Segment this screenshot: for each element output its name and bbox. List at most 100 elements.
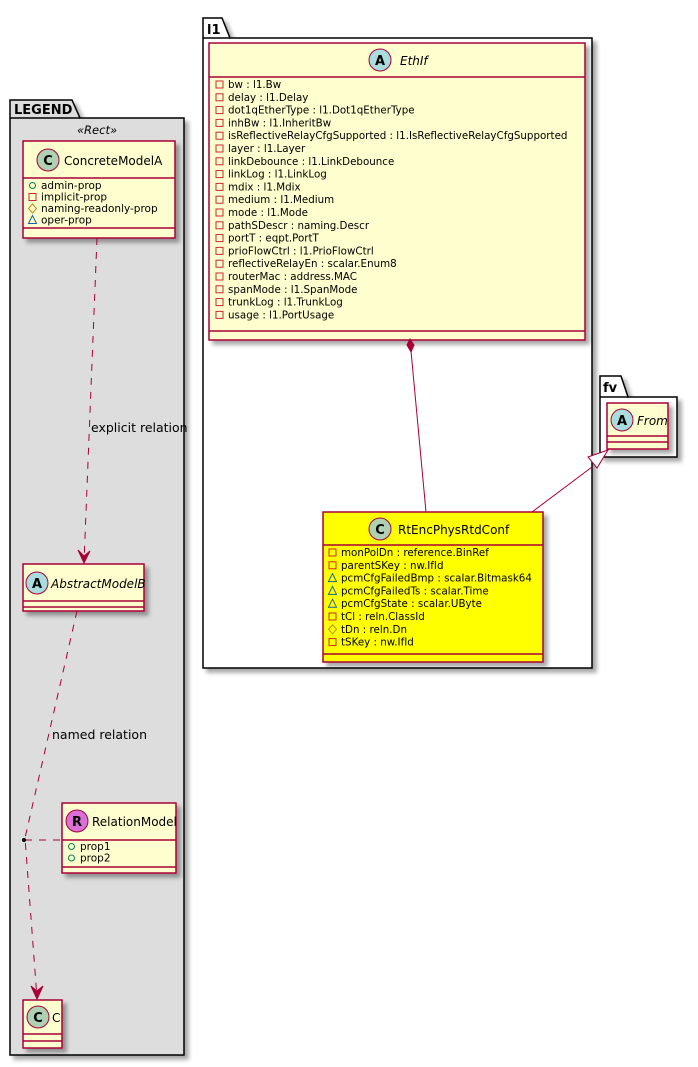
class-name: AbstractModelB — [50, 577, 146, 591]
class-badge-letter: C — [33, 1011, 43, 1026]
protected-visibility-icon — [327, 624, 338, 635]
private-visibility-icon — [215, 106, 224, 115]
attribute-row: prioFlowCtrl : l1.PrioFlowCtrl — [215, 245, 374, 257]
private-visibility-icon — [215, 246, 224, 255]
class-name: C — [52, 1011, 60, 1025]
attribute-text: prop2 — [80, 853, 111, 865]
attribute-text: prop1 — [80, 841, 111, 853]
private-visibility-icon — [215, 208, 224, 217]
class-badge-letter: C — [375, 523, 385, 538]
attribute-text: linkLog : l1.LinkLog — [228, 169, 327, 181]
class-name: RtEncPhysRtdConf — [398, 523, 510, 537]
attribute-row: pcmCfgState : scalar.UByte — [327, 598, 482, 610]
attribute-row: usage : l1.PortUsage — [215, 309, 334, 321]
attribute-row: delay : l1.Delay — [215, 92, 308, 104]
attribute-row: dot1qEtherType : l1.Dot1qEtherType — [215, 105, 415, 117]
private-visibility-icon — [215, 131, 224, 140]
relation-named[interactable]: named relation — [22, 610, 147, 1001]
generalization-triangle-icon — [587, 449, 610, 469]
attribute-text: layer : l1.Layer — [228, 143, 306, 155]
relation-badge-icon — [65, 809, 89, 833]
relation-inheritance[interactable] — [531, 449, 610, 513]
private-visibility-icon — [215, 285, 224, 294]
attribute-row: pathSDescr : naming.Descr — [215, 220, 370, 232]
relation-composition[interactable] — [406, 338, 427, 513]
attribute-text: portT : eqpt.PortT — [228, 233, 320, 245]
class-rt-enc-phys-rtd-conf[interactable]: C RtEncPhysRtdConf monPolDn : reference.… — [322, 511, 544, 663]
attribute-row: prop1 — [68, 841, 111, 853]
package-l1-name: l1 — [207, 23, 221, 38]
attribute-row: trunkLog : l1.TrunkLog — [215, 297, 343, 309]
private-visibility-icon — [215, 80, 224, 89]
attribute-row: mode : l1.Mode — [215, 207, 308, 219]
attribute-text: medium : l1.Medium — [228, 194, 334, 206]
class-badge-letter: C — [43, 154, 53, 169]
attribute-row: spanMode : l1.SpanMode — [215, 284, 357, 296]
attribute-text: delay : l1.Delay — [228, 92, 308, 104]
attribute-text: naming-readonly-prop — [41, 203, 158, 215]
attribute-text: dot1qEtherType : l1.Dot1qEtherType — [228, 105, 415, 117]
private-visibility-icon — [215, 170, 224, 179]
attribute-row: tDn : reln.Dn — [327, 624, 407, 636]
attribute-row: bw : l1.Bw — [215, 79, 281, 91]
class-from[interactable]: A From — [606, 402, 669, 450]
attribute-row: linkDebounce : l1.LinkDebounce — [215, 156, 394, 168]
attribute-text: usage : l1.PortUsage — [228, 309, 334, 321]
attribute-text: implicit-prop — [41, 192, 107, 204]
private-visibility-icon — [215, 272, 224, 281]
private-visibility-icon — [215, 182, 224, 191]
attribute-text: bw : l1.Bw — [228, 79, 281, 91]
composition-diamond-icon — [406, 338, 415, 354]
class-name: RelationModel — [92, 815, 177, 829]
relation-label: explicit relation — [91, 420, 188, 435]
attribute-text: pcmCfgState : scalar.UByte — [341, 598, 482, 610]
class-badge-letter: A — [617, 414, 627, 429]
private-visibility-icon — [328, 561, 337, 570]
attribute-row: tSKey : nw.IfId — [328, 637, 414, 649]
private-visibility-icon — [215, 118, 224, 127]
arrowhead-icon — [30, 985, 44, 1001]
private-visibility-icon — [215, 298, 224, 307]
relation-explicit[interactable]: explicit relation — [77, 237, 188, 565]
package-legend-name: LEGEND — [14, 103, 73, 118]
attribute-row: routerMac : address.MAC — [215, 271, 357, 283]
attribute-text: spanMode : l1.SpanMode — [228, 284, 357, 296]
attribute-row: pcmCfgFailedTs : scalar.Time — [327, 585, 489, 597]
attribute-row: isReflectiveRelayCfgSupported : l1.IsRef… — [215, 130, 567, 142]
attribute-row: pcmCfgFailedBmp : scalar.Bitmask64 — [327, 572, 532, 585]
package-visibility-icon — [27, 214, 38, 224]
class-name: ConcreteModelA — [64, 154, 163, 168]
attribute-row: medium : l1.Medium — [215, 194, 334, 206]
class-badge-icon — [368, 517, 392, 541]
class-c[interactable]: C C — [22, 999, 63, 1049]
attribute-text: mode : l1.Mode — [228, 207, 308, 219]
class-abstract-model-b[interactable]: A AbstractModelB — [22, 563, 146, 612]
attribute-row: monPolDn : reference.BinRef — [328, 547, 489, 559]
attribute-row: admin-prop — [29, 180, 102, 192]
package-visibility-icon — [327, 572, 338, 583]
private-visibility-icon — [28, 193, 37, 201]
attribute-text: pcmCfgFailedBmp : scalar.Bitmask64 — [341, 573, 532, 585]
private-visibility-icon — [215, 144, 224, 153]
class-concrete-model-a[interactable]: C ConcreteModelA admin-propimplicit-prop… — [22, 140, 176, 239]
attribute-row: naming-readonly-prop — [27, 203, 158, 215]
package-visibility-icon — [327, 598, 338, 608]
attribute-row: inhBw : l1.InheritBw — [215, 117, 331, 129]
private-visibility-icon — [215, 195, 224, 204]
attribute-text: linkDebounce : l1.LinkDebounce — [228, 156, 394, 168]
attribute-text: isReflectiveRelayCfgSupported : l1.IsRef… — [228, 130, 567, 142]
class-name: From — [637, 414, 668, 428]
attribute-text: admin-prop — [41, 180, 102, 192]
attribute-row: implicit-prop — [28, 192, 107, 204]
attribute-text: parentSKey : nw.IfId — [341, 560, 443, 572]
attribute-row: mdix : l1.Mdix — [215, 181, 301, 193]
junction-dot-icon — [22, 838, 26, 842]
attribute-row: tCl : reln.ClassId — [328, 611, 425, 623]
private-visibility-icon — [215, 259, 224, 268]
attribute-text: trunkLog : l1.TrunkLog — [228, 297, 343, 309]
public-visibility-icon — [68, 843, 75, 850]
private-visibility-icon — [328, 638, 337, 647]
attribute-text: oper-prop — [41, 215, 92, 227]
